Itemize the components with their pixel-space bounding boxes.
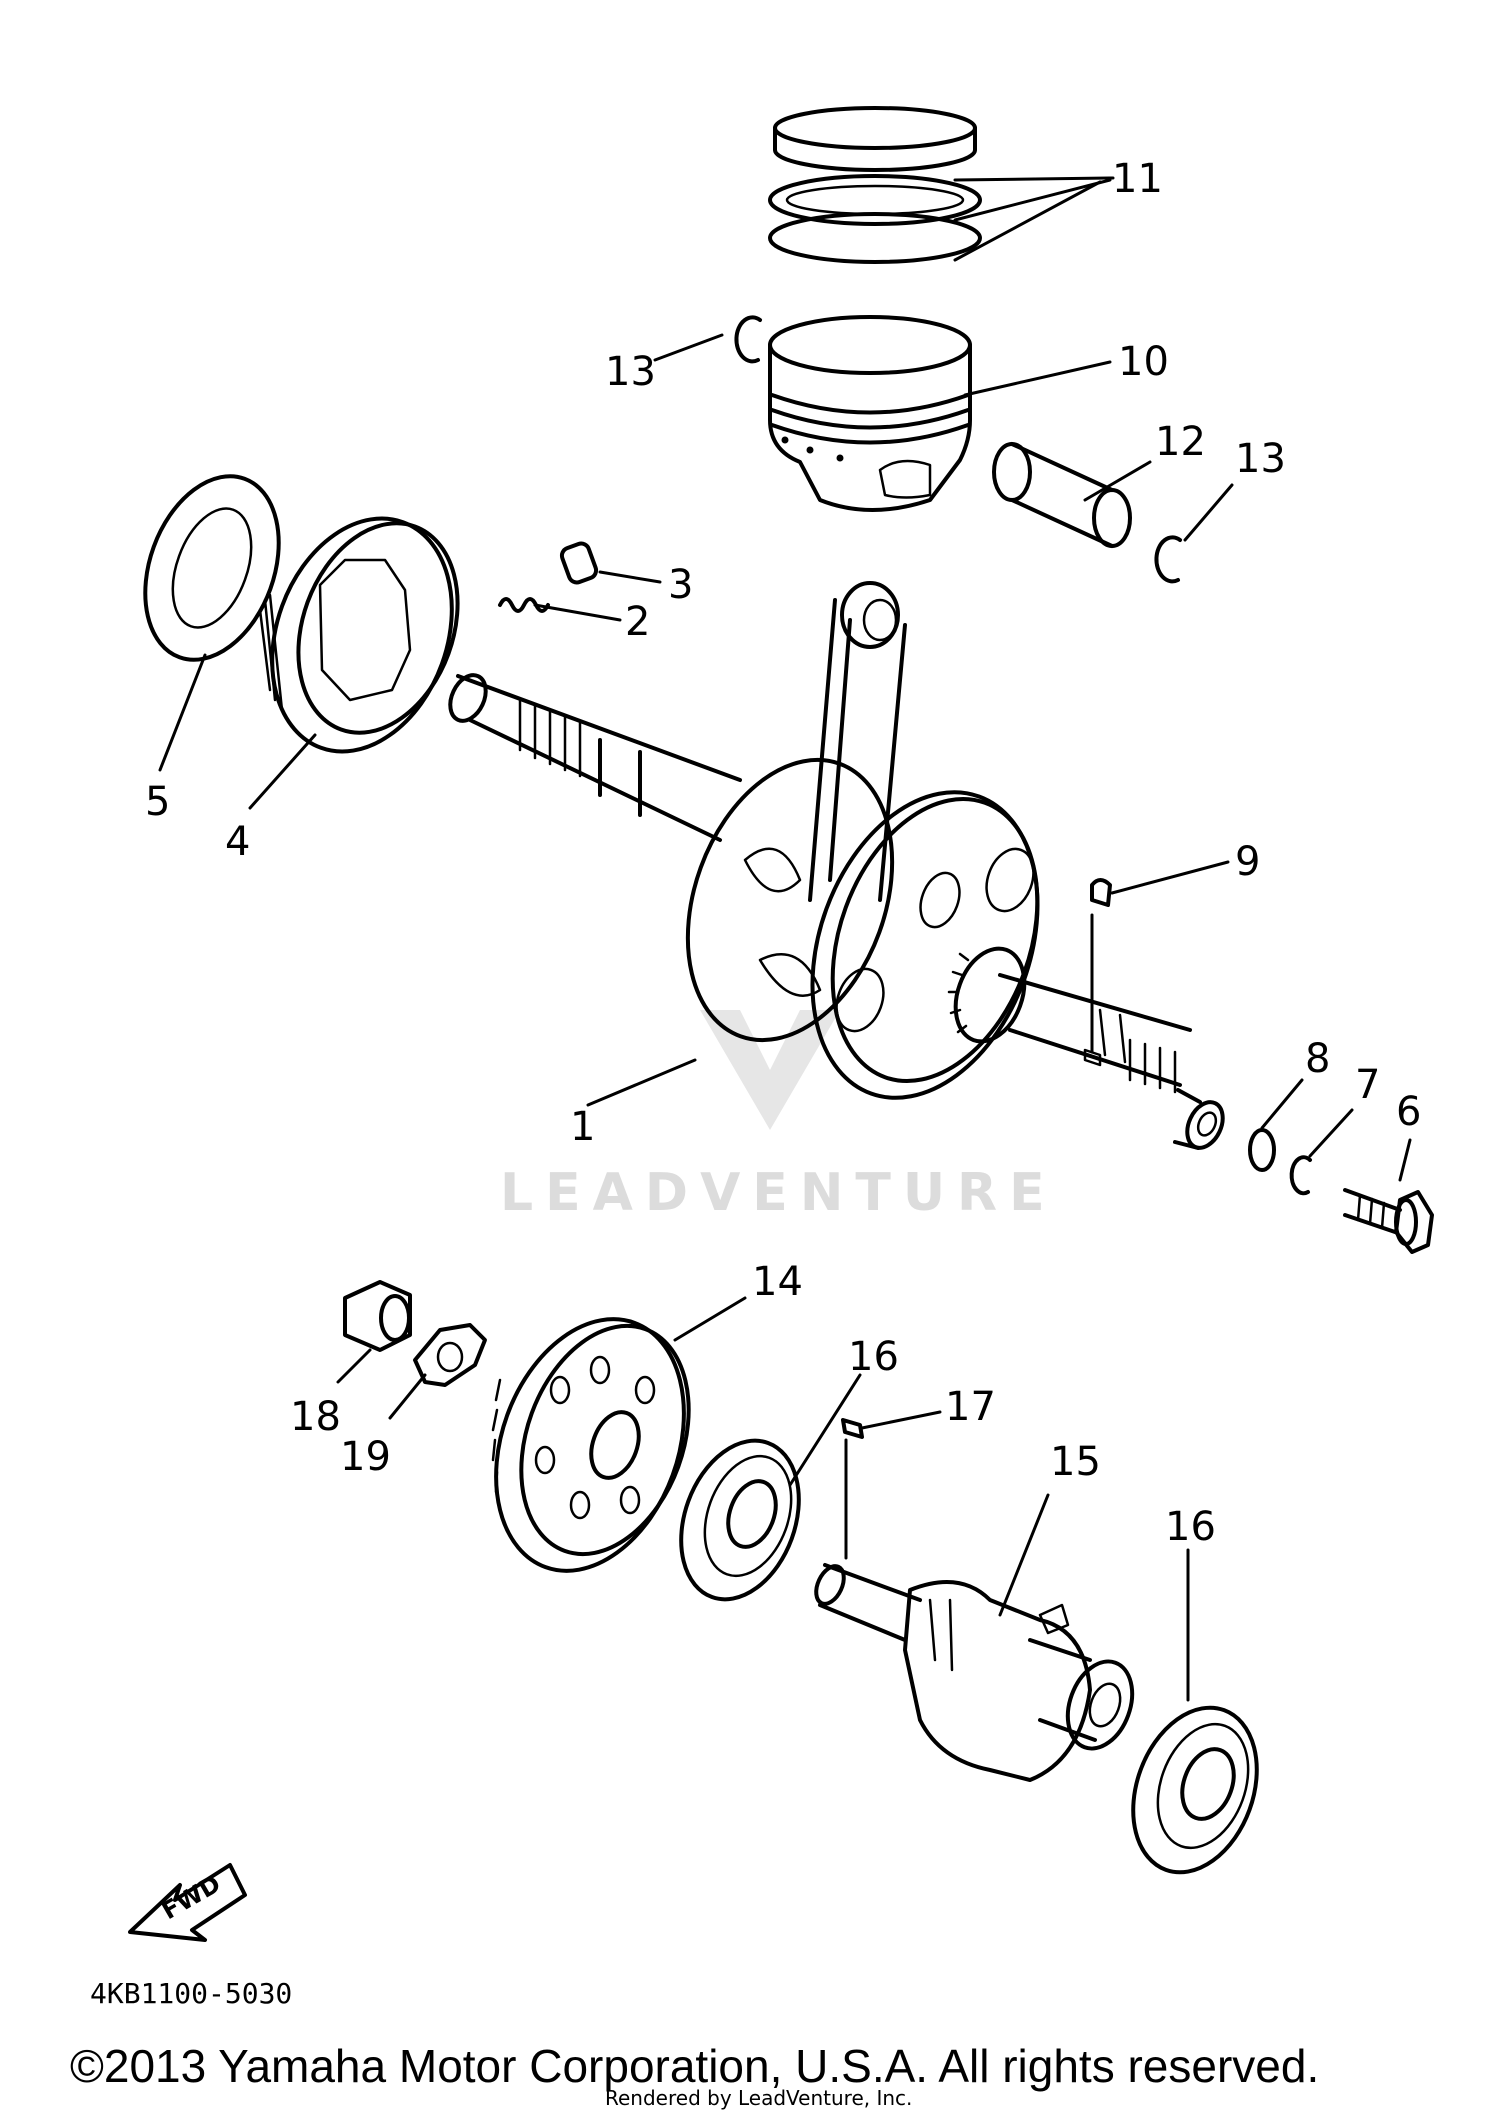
callout-14: 14 (752, 1259, 803, 1305)
callout-11: 11 (1112, 156, 1163, 202)
plate-washer (1248, 1128, 1276, 1172)
balancer-key (841, 1418, 864, 1439)
rendered-by-notice: Rendered by LeadVenture, Inc. (605, 2086, 912, 2110)
bearing-upper (679, 1438, 801, 1602)
diagram-code: 4KB1100-5030 (90, 1977, 292, 2010)
callout-labels: 11 10 12 13 13 3 2 5 4 9 1 8 7 6 14 16 1… (145, 156, 1421, 1550)
callout-4: 4 (225, 819, 250, 865)
callout-15: 15 (1050, 1439, 1101, 1485)
plunger (559, 541, 599, 585)
callout-8: 8 (1305, 1036, 1330, 1082)
piston-rings (768, 106, 982, 264)
callout-18: 18 (290, 1394, 341, 1440)
forward-direction-arrow: FWD (128, 1863, 247, 1942)
lock-washer (1289, 1155, 1312, 1196)
callout-17: 17 (945, 1384, 996, 1430)
watermark-text: LEADVENTURE (500, 1163, 1057, 1223)
callout-19: 19 (340, 1434, 391, 1480)
callout-13-upper: 13 (605, 349, 656, 395)
callout-10: 10 (1118, 339, 1169, 385)
bearing-lower (1131, 1705, 1259, 1875)
callout-3: 3 (668, 562, 693, 608)
callout-13-lower: 13 (1235, 436, 1286, 482)
callout-16-lower: 16 (1165, 1504, 1216, 1550)
callout-9: 9 (1235, 839, 1260, 885)
balancer-drive-gear (491, 1317, 691, 1573)
woodruff-key (1090, 878, 1112, 907)
callout-2: 2 (625, 599, 650, 645)
balancer-nut (343, 1280, 412, 1352)
callout-16-upper: 16 (848, 1334, 899, 1380)
leader-lines (158, 176, 1412, 1702)
crank-bolt (1343, 1188, 1434, 1254)
piston-pin-clip-lower (1154, 535, 1182, 584)
callout-7: 7 (1355, 1062, 1380, 1108)
balancer-lock-washer (413, 1323, 487, 1387)
callout-12: 12 (1155, 419, 1206, 465)
balancer-shaft (814, 1563, 1135, 1782)
crankshaft-assembly (448, 581, 1225, 1150)
callout-5: 5 (145, 779, 170, 825)
callout-6: 6 (1396, 1089, 1421, 1135)
crank-washer (143, 474, 281, 662)
piston-pin-clip-upper (734, 315, 762, 364)
piston (768, 315, 972, 512)
spring (498, 597, 550, 613)
rotor-ring (258, 516, 460, 754)
leadventure-watermark: LEADVENTURE (500, 1010, 1057, 1223)
piston-pin (992, 442, 1132, 548)
callout-1: 1 (570, 1104, 595, 1150)
copyright-notice: ©2013 Yamaha Motor Corporation, U.S.A. A… (70, 2040, 1319, 2092)
